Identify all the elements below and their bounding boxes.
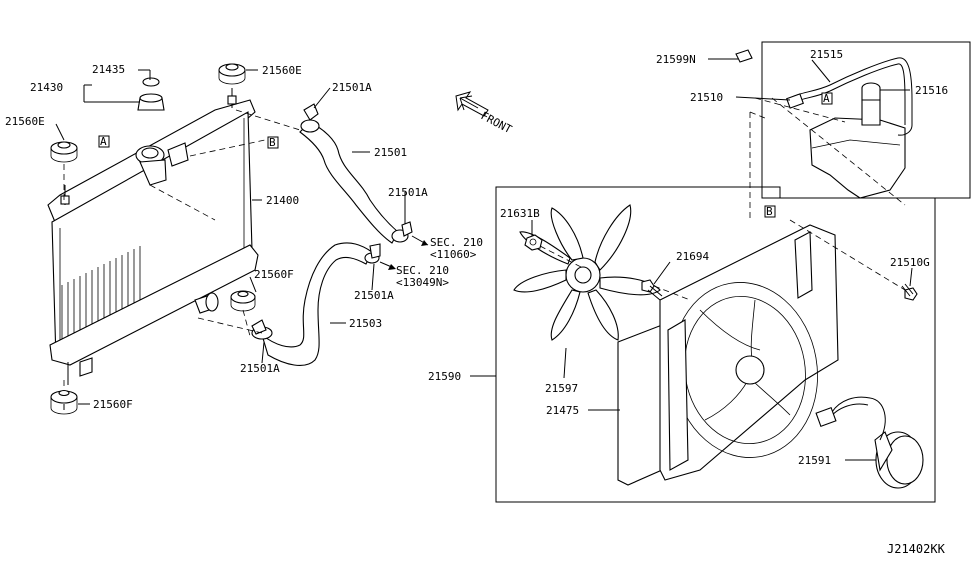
label-21599n: 21599N bbox=[656, 53, 696, 66]
label-21501a-2: 21501A bbox=[388, 186, 428, 199]
nut-21631b bbox=[524, 234, 543, 251]
dashed-lines bbox=[63, 97, 906, 388]
fan-blade-21597 bbox=[513, 204, 661, 341]
label-21590: 21590 bbox=[428, 370, 461, 383]
svg-text:A: A bbox=[100, 135, 107, 148]
ref-marker-b-right: B bbox=[764, 205, 776, 218]
sec-210-11060-line1: SEC. 210 bbox=[430, 236, 483, 249]
fan-assembly-box bbox=[495, 186, 936, 503]
label-21510: 21510 bbox=[690, 91, 723, 104]
ref-marker-a-left: A bbox=[98, 135, 110, 148]
label-21515: 21515 bbox=[810, 48, 843, 61]
label-21597: 21597 bbox=[545, 382, 578, 395]
clamp-21501a-3 bbox=[364, 243, 381, 264]
label-21510g: 21510G bbox=[890, 256, 930, 269]
radiator-cap bbox=[137, 77, 165, 111]
hose-21503 bbox=[260, 242, 373, 366]
label-21501a-4: 21501A bbox=[240, 362, 280, 375]
label-21430: 21430 bbox=[30, 81, 63, 94]
diagram-id: J21402KK bbox=[887, 542, 946, 556]
ref-marker-b-left: B bbox=[267, 136, 279, 149]
clamp-21501a-1 bbox=[300, 103, 320, 133]
svg-text:B: B bbox=[269, 136, 276, 149]
label-21694: 21694 bbox=[676, 250, 709, 263]
clip-21599n bbox=[735, 49, 753, 63]
sec-210-13049n-line2: <13049N> bbox=[396, 276, 449, 289]
fan-motor-21591 bbox=[815, 396, 924, 489]
label-21516: 21516 bbox=[915, 84, 948, 97]
label-21560e-top: 21560E bbox=[262, 64, 302, 77]
bolt-21694 bbox=[641, 279, 663, 301]
mount-21560e-top bbox=[218, 63, 246, 85]
part-labels: 21435 21430 21560E 21560E 21501A 21501 2… bbox=[5, 48, 948, 556]
mount-21560f-mid bbox=[230, 290, 256, 312]
reservoir-tank bbox=[809, 82, 906, 199]
fan-shroud-21475 bbox=[617, 224, 839, 486]
label-21560f-bot: 21560F bbox=[93, 398, 133, 411]
label-21631b: 21631B bbox=[500, 207, 540, 220]
mount-21560e-left bbox=[50, 141, 78, 163]
label-21435: 21435 bbox=[92, 63, 125, 76]
front-label: FRONT bbox=[479, 109, 515, 136]
label-21501a-3: 21501A bbox=[354, 289, 394, 302]
sec-210-11060-line2: <11060> bbox=[430, 248, 477, 261]
ref-marker-a-right: A bbox=[821, 92, 833, 105]
label-21475: 21475 bbox=[546, 404, 579, 417]
svg-text:B: B bbox=[766, 205, 773, 218]
label-21591: 21591 bbox=[798, 454, 831, 467]
clamp-21501a-4 bbox=[251, 319, 273, 340]
bolt-21510g bbox=[901, 283, 918, 301]
clamp-21501a-2 bbox=[391, 221, 413, 243]
svg-text:A: A bbox=[823, 92, 830, 105]
label-21560e-left: 21560E bbox=[5, 115, 45, 128]
leader-lines bbox=[55, 58, 913, 461]
label-21560f-mid: 21560F bbox=[254, 268, 294, 281]
front-arrow: FRONT bbox=[455, 91, 515, 136]
label-21501: 21501 bbox=[374, 146, 407, 159]
label-21501a-1: 21501A bbox=[332, 81, 372, 94]
mount-21560f-bot bbox=[50, 389, 78, 415]
hose-21501 bbox=[299, 121, 399, 244]
label-21400: 21400 bbox=[266, 194, 299, 207]
label-21503: 21503 bbox=[349, 317, 382, 330]
sec-arrows bbox=[379, 235, 429, 270]
sec-210-13049n-line1: SEC. 210 bbox=[396, 264, 449, 277]
overflow-hose-21515 bbox=[786, 57, 913, 136]
radiator bbox=[47, 88, 259, 385]
